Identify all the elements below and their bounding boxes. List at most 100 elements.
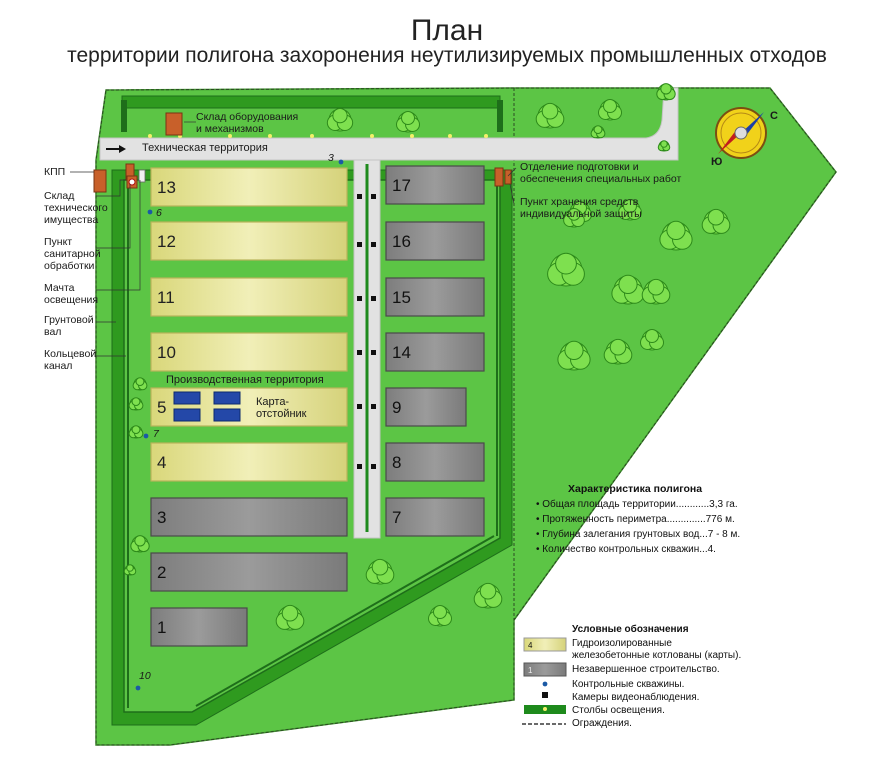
characteristic-item: • Протяженность периметра..............7… — [536, 514, 735, 525]
tree-icon — [660, 83, 672, 95]
legend-sealed: Гидроизолированные железобетонные котлов… — [572, 638, 742, 661]
compass-north: С — [770, 110, 778, 122]
label-equipment-storage: Склад оборудования и механизмов — [196, 111, 299, 135]
tree-icon — [555, 252, 577, 275]
tree-icon — [401, 111, 415, 125]
pit-number: 8 — [392, 453, 402, 472]
control-wells — [135, 159, 344, 691]
pit-14 — [385, 332, 485, 372]
legend-unfinished-swatch-shape — [523, 662, 567, 677]
tree-icon — [479, 582, 497, 600]
pit-7 — [385, 497, 485, 537]
characteristic-item: • Общая площадь территории............3,… — [536, 499, 738, 510]
label-prep-department: Отделение подготовки и обеспечения специ… — [520, 161, 682, 185]
tree-icon — [281, 604, 299, 622]
pit-13 — [150, 167, 348, 207]
pit-number: 13 — [157, 178, 176, 197]
legend-sealed-swatch-shape — [523, 637, 567, 652]
pit-9 — [385, 387, 467, 427]
tree-icon — [567, 208, 581, 221]
well-label-10: 10 — [139, 670, 151, 682]
pit-number: 7 — [392, 508, 402, 527]
pit-12 — [150, 221, 348, 261]
legend-unfinished-num: 1 — [528, 666, 533, 675]
settling-map-label: Карта- отстойник — [256, 396, 307, 420]
tree-icon — [707, 208, 725, 226]
pit-number: 14 — [392, 343, 411, 362]
legend-light-poles: Столбы освещения. — [572, 705, 665, 716]
characteristic-item: • Количество контрольных скважин...4. — [536, 544, 716, 555]
tree-icon — [332, 107, 348, 124]
legend-unfinished: Незавершенное строительство. — [572, 664, 720, 675]
technical-zone-label: Техническая территория — [142, 142, 268, 154]
well-label-7: 7 — [153, 428, 159, 440]
pit-10 — [150, 332, 348, 372]
label-ppe-storage: Пункт хранения средств индивидуальной за… — [520, 196, 642, 220]
page-subtitle: территории полигона захоронения неутилиз… — [67, 44, 827, 67]
tree-icon — [660, 140, 668, 148]
pit-number: 17 — [392, 176, 411, 195]
pit-3 — [150, 497, 348, 537]
production-zone-label: Производственная территория — [166, 374, 324, 386]
pit-8 — [385, 442, 485, 482]
tree-icon — [131, 397, 141, 407]
building-ppe-storage — [504, 169, 512, 185]
legend-sealed-num: 4 — [528, 641, 533, 650]
pit-number: 4 — [157, 453, 167, 472]
pit-number: 2 — [157, 563, 167, 582]
pit-15 — [385, 277, 485, 317]
tree-icon — [645, 329, 659, 343]
legend-wells: Контрольные скважины. — [572, 679, 685, 690]
compass-icon — [715, 107, 767, 159]
legend-well-icon — [542, 681, 548, 687]
legend-cameras: Камеры видеонаблюдения. — [572, 692, 700, 703]
characteristic-item: • Глубина залегания грунтовых вод...7 - … — [536, 529, 741, 540]
tree-icon — [564, 340, 584, 360]
pit-2 — [150, 552, 348, 592]
tree-icon — [603, 99, 617, 113]
label-sanitary: Пункт санитарной обработки — [44, 236, 101, 272]
tree-icon — [623, 199, 637, 213]
tree-icon — [609, 338, 627, 356]
trees-layer — [123, 83, 731, 631]
building-kpp — [93, 169, 107, 193]
pit-11 — [150, 277, 348, 317]
pit-number: 10 — [157, 343, 176, 362]
earth-bank-top — [121, 95, 501, 109]
well-label-6: 6 — [156, 207, 162, 219]
fence-line — [95, 87, 837, 746]
tree-icon — [433, 605, 447, 619]
label-light-mast: Мачта освещения — [44, 282, 99, 306]
pit-17 — [385, 165, 485, 205]
tree-icon — [134, 535, 146, 547]
pit-4 — [150, 442, 348, 482]
label-kpp: КПП — [44, 166, 66, 178]
characteristics-panel: Характеристика полигона • Общая площадь … — [536, 482, 740, 557]
tree-icon — [371, 558, 389, 576]
tree-icon — [541, 102, 559, 120]
pit-number: 3 — [157, 508, 167, 527]
building-prep-department — [494, 167, 504, 187]
tree-icon — [126, 564, 134, 572]
road-technical — [99, 87, 679, 161]
page-title: План — [410, 14, 484, 47]
tree-icon — [131, 425, 141, 435]
well-label-3: 3 — [328, 152, 334, 164]
label-tech-storage: Склад технического имущества — [44, 190, 108, 226]
legend-heading: Условные обозначения — [572, 624, 689, 635]
pit-1 — [150, 607, 248, 647]
tree-icon — [666, 220, 686, 240]
tree-icon — [647, 278, 665, 296]
tree-icon — [618, 274, 638, 294]
compass-south: Ю — [711, 156, 723, 168]
label-earth-bank: Грунтовой вал — [44, 314, 94, 338]
tree-icon — [135, 377, 145, 387]
pit-number: 16 — [392, 232, 411, 251]
pit-number: 5 — [157, 398, 167, 417]
pit-number: 9 — [392, 398, 402, 417]
characteristics-heading: Характеристика полигона — [568, 483, 703, 495]
tree-icon — [593, 125, 603, 135]
pit-number: 15 — [392, 288, 411, 307]
label-ring-canal: Кольцевой канал — [44, 348, 97, 372]
